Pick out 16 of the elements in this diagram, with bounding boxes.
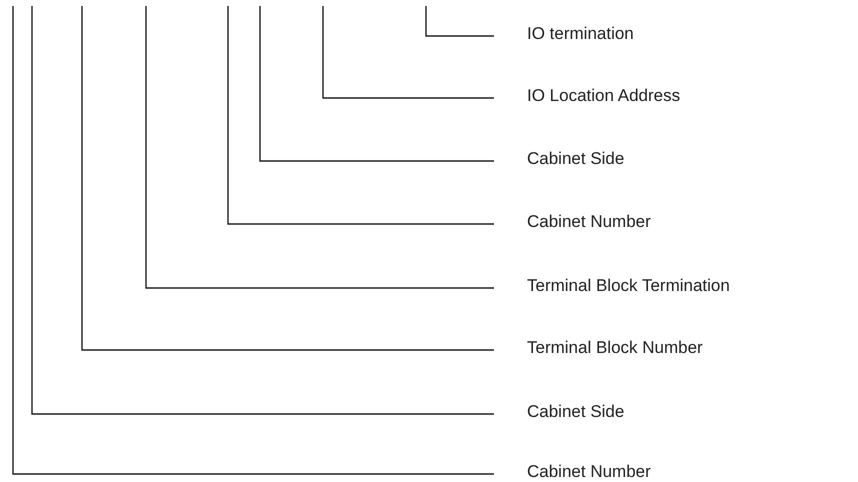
component-label: IO Location Address	[527, 86, 680, 105]
component-label: Terminal Block Termination	[527, 276, 730, 295]
leader-line	[12, 6, 494, 475]
leader-line	[81, 6, 494, 351]
component-label: Cabinet Side	[527, 402, 624, 421]
leader-line	[425, 6, 494, 37]
component-label: Cabinet Number	[527, 462, 651, 481]
component-label: Terminal Block Number	[527, 338, 703, 357]
component-label: Cabinet Side	[527, 149, 624, 168]
leader-line	[259, 6, 494, 162]
leader-line	[145, 6, 494, 289]
leader-line	[31, 6, 494, 415]
leader-line	[322, 6, 494, 99]
component-label: Cabinet Number	[527, 212, 651, 231]
leader-line	[227, 6, 494, 225]
component-label: IO termination	[527, 24, 634, 43]
